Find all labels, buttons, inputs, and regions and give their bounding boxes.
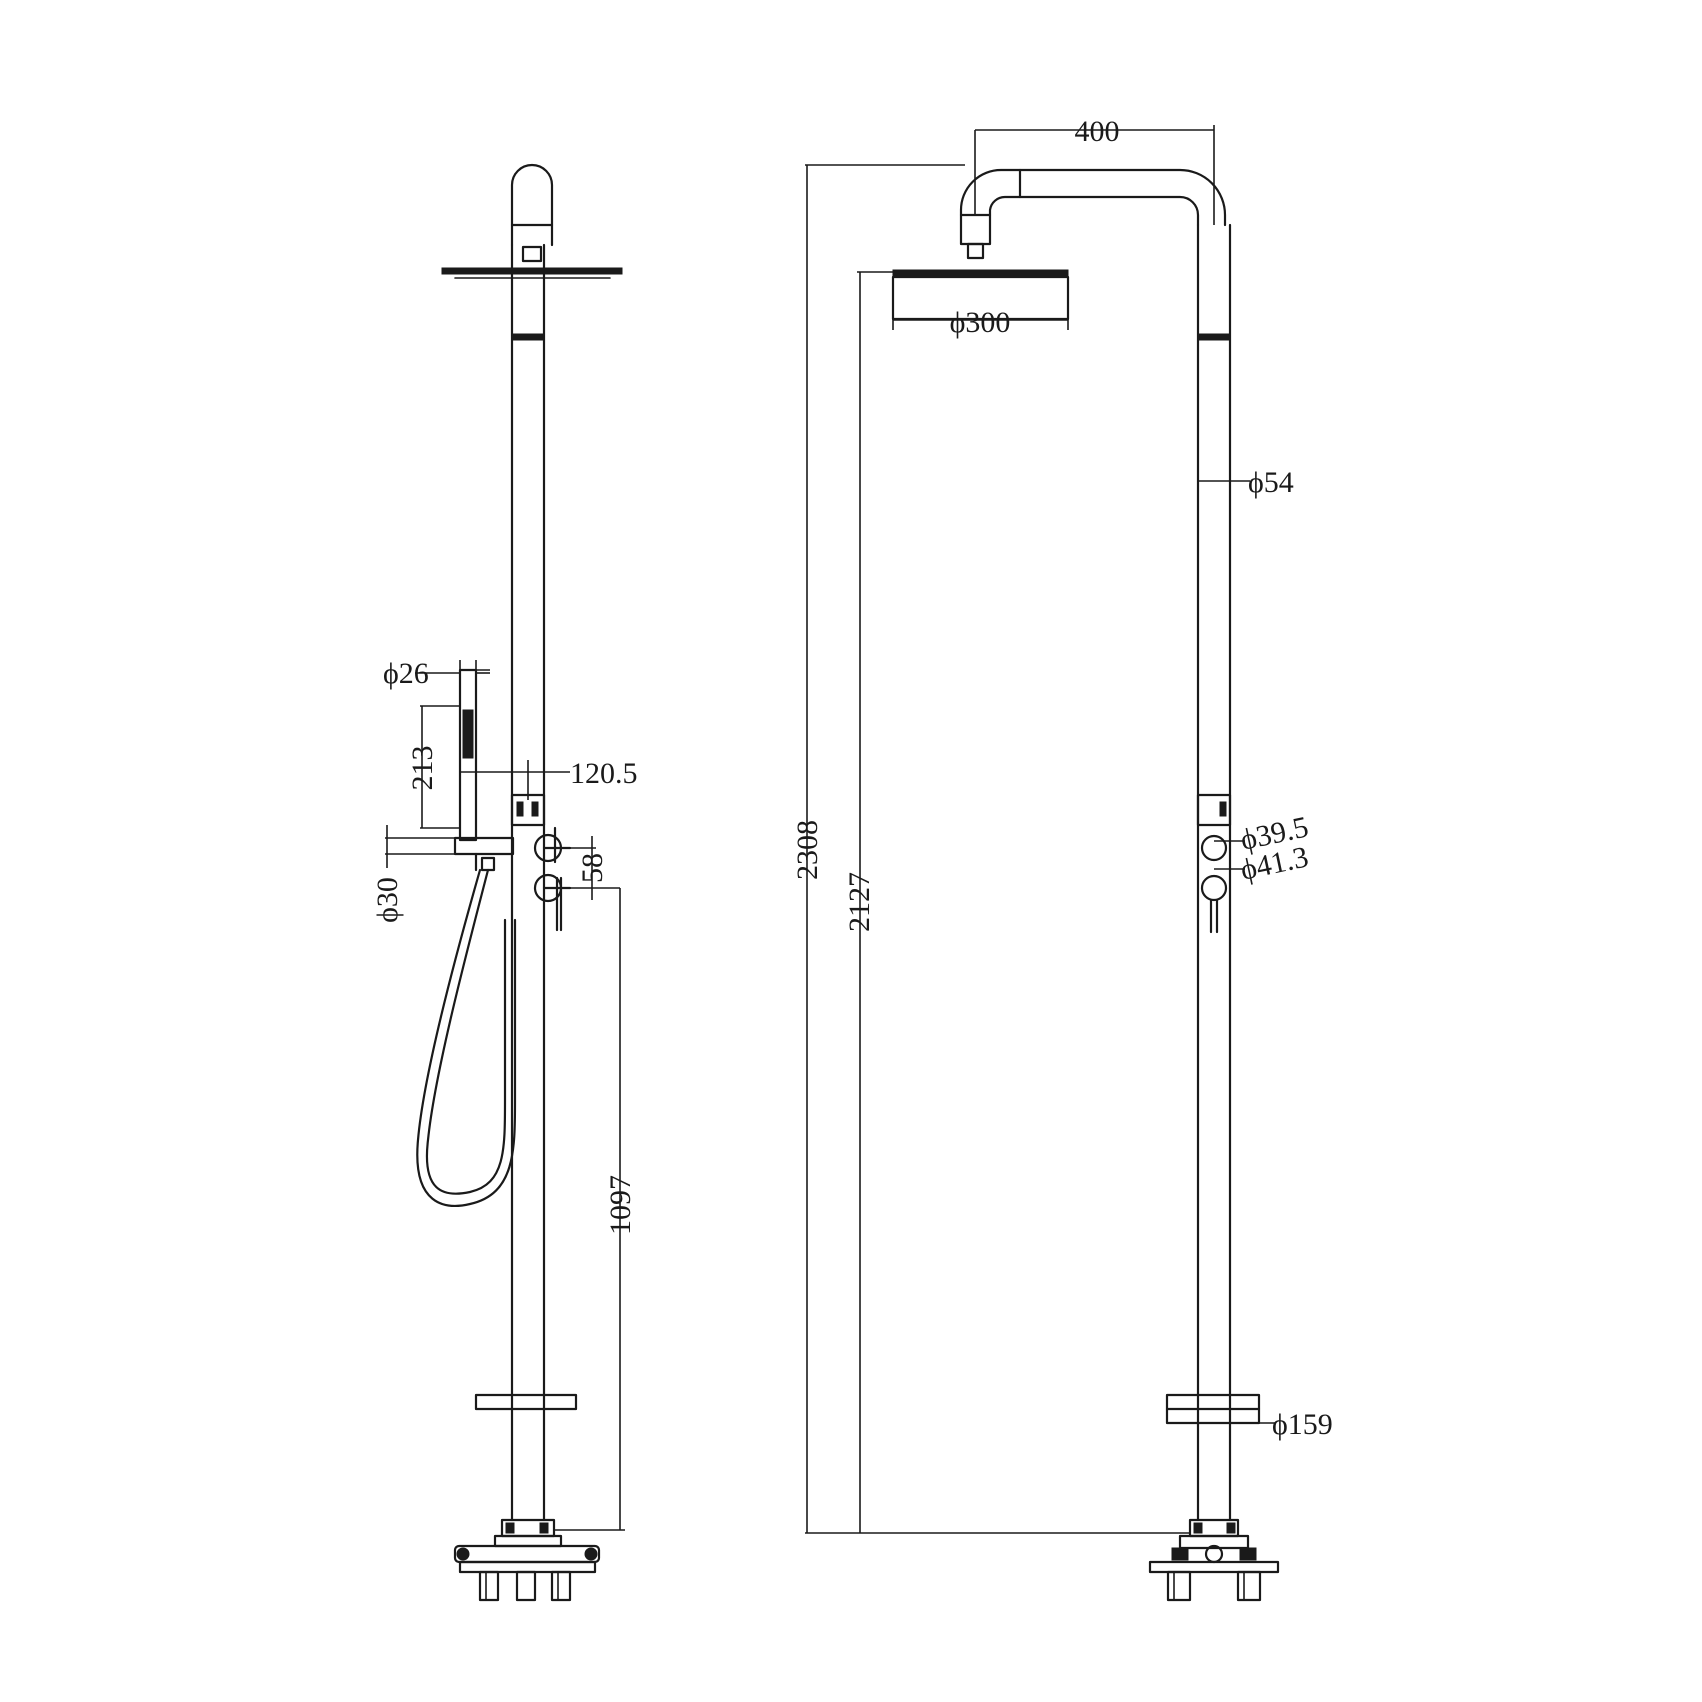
front-base-mark-1 (1193, 1522, 1203, 1534)
front-base-mark-2 (1226, 1522, 1236, 1534)
side-inlet-mid (515, 1570, 537, 1602)
front-arm-outer (959, 168, 1227, 227)
side-handpiece-grip (462, 709, 474, 759)
side-hose-outer (425, 868, 507, 1195)
label-head-diameter: ϕ300 (950, 306, 1011, 339)
side-column-band (511, 333, 545, 341)
front-base-ring (1178, 1534, 1250, 1550)
label-overall-height: 2308 (791, 820, 824, 880)
label-arm-length: 400 (1075, 115, 1120, 148)
label-mixer-height: 1097 (604, 1175, 637, 1235)
label-head-height: 2127 (843, 872, 876, 932)
label-handpiece-diameter: ϕ26 (383, 657, 429, 690)
front-mixer-mark (1219, 801, 1227, 817)
front-base-plate (1148, 1560, 1280, 1574)
label-holder-diameter: ϕ30 (371, 877, 404, 923)
side-elevation (385, 163, 625, 1602)
dimension-labels: 400 2308 2127 ϕ300 ϕ54 ϕ26 213 120.5 ϕ30… (371, 115, 1333, 1441)
front-valve-upper (1200, 834, 1228, 862)
side-inlet-right (550, 1570, 572, 1602)
side-base-mark-1 (505, 1522, 515, 1534)
front-inlet-left (1166, 1570, 1192, 1602)
front-base-nut-right (1239, 1547, 1257, 1561)
side-handpiece-holder (453, 836, 515, 856)
front-shower-head-body (891, 275, 1070, 321)
front-mixer-block (1196, 793, 1232, 827)
side-inlet-left (478, 1570, 500, 1602)
side-hose-inner (416, 868, 517, 1207)
front-base-nut-left (1171, 1547, 1189, 1561)
label-column-diameter: ϕ54 (1248, 466, 1294, 499)
front-head-connector (966, 242, 985, 260)
side-mixer-mark-2 (531, 801, 539, 817)
label-handpiece-length: 213 (406, 746, 439, 791)
side-base-nut-right (584, 1547, 598, 1561)
side-shower-head (441, 267, 623, 275)
side-mixer-mark-1 (516, 801, 524, 817)
front-inlet-right (1236, 1570, 1262, 1602)
side-head-connector (521, 245, 543, 263)
front-elevation (805, 125, 1280, 1602)
front-column-band (1197, 333, 1231, 341)
front-valve-lower (1200, 874, 1228, 902)
side-soap-shelf (474, 1393, 578, 1411)
label-shelf-diameter: ϕ159 (1272, 1408, 1333, 1441)
label-bracket-projection: 120.5 (570, 757, 638, 790)
label-valve-spacing: 58 (576, 853, 609, 883)
side-base-mark-2 (539, 1522, 549, 1534)
front-arm-inner (988, 195, 1200, 227)
side-base-nut-left (456, 1547, 470, 1561)
side-column-cap (510, 163, 554, 247)
